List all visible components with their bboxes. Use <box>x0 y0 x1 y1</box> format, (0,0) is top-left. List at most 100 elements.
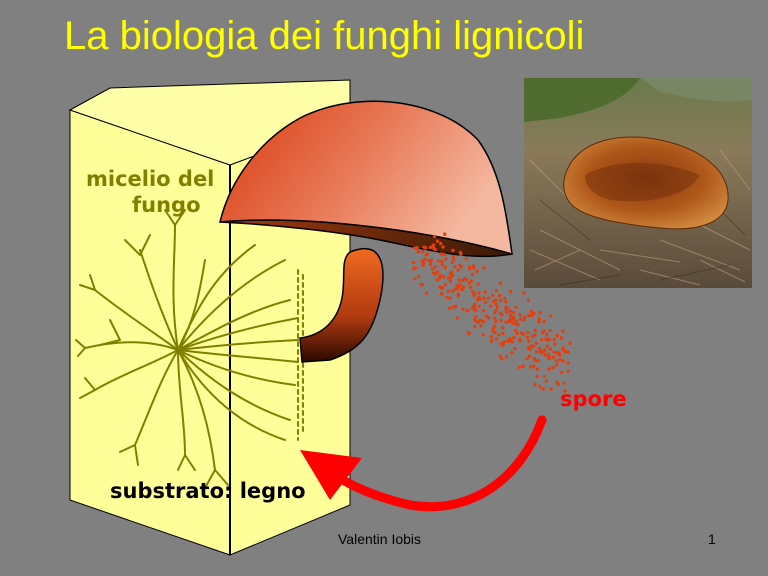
spore-dot <box>548 347 552 351</box>
spore-dot <box>561 329 565 333</box>
spore-dot <box>443 252 447 257</box>
spore-dot <box>494 288 499 293</box>
spore-dot <box>472 291 477 295</box>
spore-dot <box>505 306 510 311</box>
spore-dot <box>413 277 417 281</box>
spore-dot <box>526 330 530 335</box>
spore-dot <box>529 309 534 314</box>
spore-dot <box>482 296 486 300</box>
spore-dot <box>486 296 490 300</box>
spore-dot <box>510 351 514 355</box>
spore-dot <box>443 283 448 287</box>
spore-dot <box>549 387 553 391</box>
spore-dot <box>412 267 416 271</box>
spore-dot <box>493 316 497 320</box>
spore-dot <box>478 297 482 301</box>
spore-dot <box>416 250 421 254</box>
spore-dot <box>422 260 426 265</box>
spore-dot <box>448 296 452 300</box>
spore-dot <box>559 336 564 340</box>
spore-dot <box>440 292 444 296</box>
spore-dot <box>460 278 465 283</box>
spore-dot <box>489 304 493 308</box>
spore-dot <box>454 304 458 308</box>
spore-dot <box>513 346 517 351</box>
spore-dot <box>489 335 494 339</box>
spore-dot <box>458 263 462 267</box>
spore-dot <box>529 365 533 369</box>
spore-dot <box>504 320 508 324</box>
spore-dot <box>432 234 437 239</box>
spore-dot <box>494 308 498 312</box>
spore-dot <box>501 343 505 347</box>
spore-dot <box>532 356 536 361</box>
spore-dot <box>499 357 504 361</box>
substrate-label: substrato: legno <box>110 479 306 503</box>
spore-dot <box>433 265 437 269</box>
mycelium <box>75 209 304 489</box>
spore-dot <box>455 316 459 320</box>
spore-dot <box>501 326 505 330</box>
author-footer: Valentin Iobis <box>338 531 422 547</box>
spore-dot <box>519 317 523 321</box>
spore-dot <box>428 263 433 267</box>
mushroom <box>219 100 513 363</box>
spore-dot <box>444 257 448 261</box>
spore-dot <box>514 305 518 309</box>
spore-dot <box>560 370 564 375</box>
spore-dot <box>518 313 522 317</box>
spore-dot <box>441 245 445 249</box>
spore-dot <box>509 315 513 319</box>
spore-cycle-arrow <box>300 415 547 512</box>
spore-dot <box>464 257 469 261</box>
spore-dot <box>527 313 531 318</box>
spore-dot <box>566 350 570 354</box>
spore-dot <box>505 339 510 343</box>
spore-dot <box>535 367 540 371</box>
spore-dot <box>498 293 502 298</box>
spore-dot <box>517 365 522 369</box>
spore-dot <box>489 339 494 343</box>
spore-dot <box>421 263 425 268</box>
spore-dot <box>428 245 433 250</box>
spore-dot <box>468 267 472 271</box>
spore-dot <box>438 273 442 278</box>
spore-dot <box>423 257 427 261</box>
spore-dot <box>470 272 475 276</box>
spore-dot <box>476 282 480 286</box>
spore-dot <box>539 351 543 355</box>
spore-dot <box>543 353 547 357</box>
spore-dot <box>538 384 542 389</box>
spore-dot <box>493 330 497 334</box>
spore-dot <box>453 265 457 269</box>
spore-dot <box>515 331 519 335</box>
spore-dot <box>461 285 466 289</box>
spore-dot <box>533 333 537 337</box>
spore-dot <box>477 304 481 309</box>
spore-dot <box>430 267 435 271</box>
spore-dot <box>446 289 450 294</box>
spore-dot <box>534 350 539 354</box>
spore-dot <box>486 316 491 320</box>
spore-dot <box>451 248 455 253</box>
spore-dot <box>476 320 481 325</box>
spore-dot <box>460 287 464 292</box>
spore-dot <box>566 361 570 365</box>
spore-dot <box>435 278 440 282</box>
spore-dot <box>541 350 546 354</box>
spore-dot <box>490 293 495 298</box>
spore-dot <box>549 314 553 318</box>
spore-dot <box>466 330 471 335</box>
spore-dot <box>427 258 431 263</box>
spore-dot <box>452 257 456 262</box>
spore-dot <box>562 381 567 385</box>
spore-dot <box>504 355 509 359</box>
spore-dot <box>459 252 463 256</box>
spore-dot <box>555 333 559 338</box>
spore-dot <box>504 310 509 315</box>
spore-dot <box>499 298 503 303</box>
spore-dot <box>561 348 566 352</box>
spore-dot <box>555 350 559 355</box>
spore-dot <box>464 278 469 282</box>
spore-dot <box>491 300 496 304</box>
